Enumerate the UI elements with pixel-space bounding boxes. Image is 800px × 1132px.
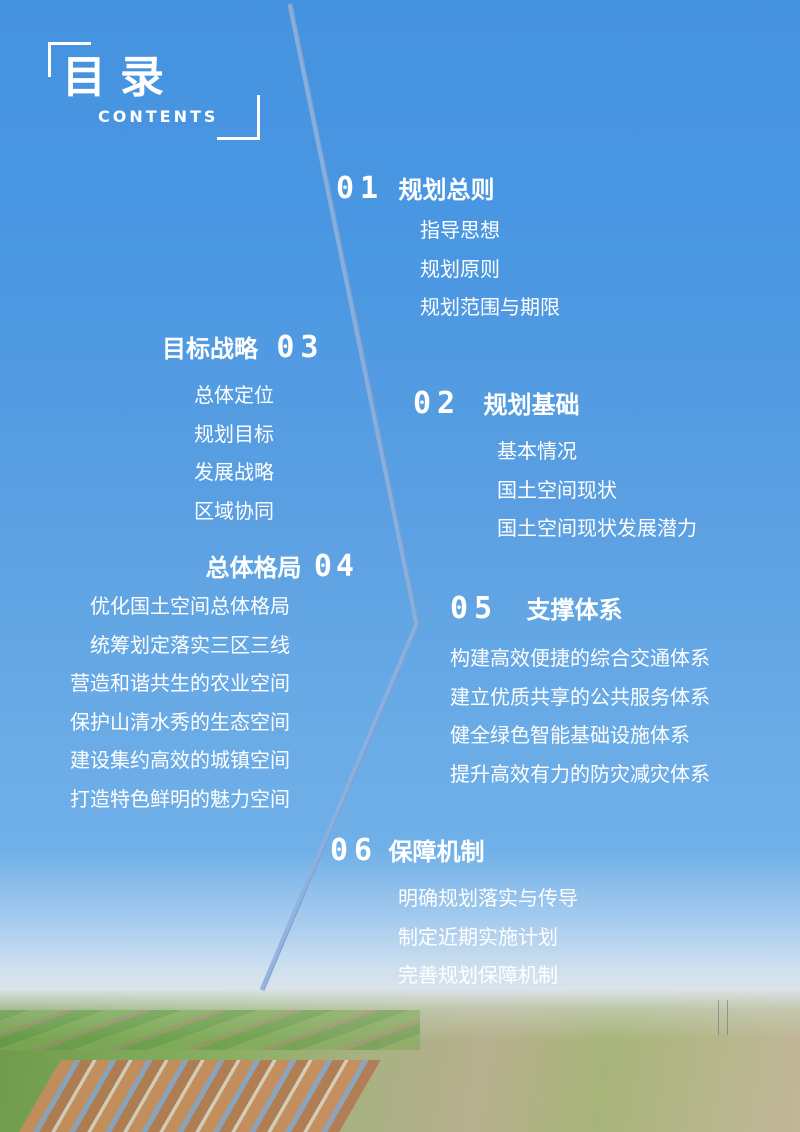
page-title: 目录 <box>62 52 178 103</box>
section-number: 06 <box>330 833 379 868</box>
farmland-fields <box>0 1010 420 1050</box>
section-heading[interactable]: 01 规划总则 <box>336 174 560 205</box>
section-01[interactable]: 01 规划总则 指导思想 规划原则 规划范围与期限 <box>336 174 560 327</box>
section-heading[interactable]: 06 保障机制 <box>330 836 578 867</box>
section-03[interactable]: 目标战略 03 总体定位 规划目标 发展战略 区域协同 <box>162 333 324 530</box>
toc-item[interactable]: 国土空间现状发展潜力 <box>497 516 697 540</box>
section-number: 01 <box>336 171 385 206</box>
toc-item[interactable]: 打造特色鲜明的魅力空间 <box>70 786 290 811</box>
toc-item[interactable]: 营造和谐共生的农业空间 <box>70 671 290 695</box>
toc-item[interactable]: 保护山清水秀的生态空间 <box>70 709 290 734</box>
toc-item[interactable]: 区域协同 <box>194 498 274 523</box>
toc-item[interactable]: 制定近期实施计划 <box>398 924 558 949</box>
toc-item[interactable]: 指导思想 <box>420 218 500 242</box>
section-number: 05 <box>450 591 499 626</box>
section-04[interactable]: 总体格局 04 优化国土空间总体格局 统筹划定落实三区三线 营造和谐共生的农业空… <box>40 552 358 818</box>
toc-item[interactable]: 明确规划落实与传导 <box>398 886 578 910</box>
bracket-top-left <box>48 42 91 77</box>
section-05[interactable]: 05 支撑体系 构建高效便捷的综合交通体系 建立优质共享的公共服务体系 健全绿色… <box>450 594 710 793</box>
section-items: 构建高效便捷的综合交通体系 建立优质共享的公共服务体系 健全绿色智能基础设施体系… <box>450 639 710 793</box>
section-heading[interactable]: 02 规划基础 <box>413 389 697 420</box>
section-title: 规划总则 <box>398 176 495 204</box>
section-06[interactable]: 06 保障机制 明确规划落实与传导 制定近期实施计划 完善规划保障机制 <box>330 836 578 995</box>
section-heading[interactable]: 目标战略 03 <box>162 333 324 364</box>
toc-item[interactable]: 规划范围与期限 <box>420 295 560 319</box>
section-heading[interactable]: 总体格局 04 <box>40 552 358 583</box>
section-title: 总体格局 <box>205 554 302 582</box>
section-items: 指导思想 规划原则 规划范围与期限 <box>420 211 560 327</box>
section-title: 保障机制 <box>388 838 485 866</box>
section-heading[interactable]: 05 支撑体系 <box>450 594 710 625</box>
contents-title-block: 目录 CONTENTS <box>48 42 260 140</box>
toc-item[interactable]: 基本情况 <box>497 439 577 463</box>
section-title: 目标战略 <box>162 335 258 363</box>
section-number: 02 <box>413 386 462 421</box>
toc-item[interactable]: 国土空间现状 <box>497 477 617 502</box>
toc-item[interactable]: 规划原则 <box>420 256 500 281</box>
toc-item[interactable]: 总体定位 <box>194 383 274 407</box>
section-items: 总体定位 规划目标 发展战略 区域协同 <box>194 376 324 530</box>
toc-item[interactable]: 建立优质共享的公共服务体系 <box>450 684 710 709</box>
toc-item[interactable]: 优化国土空间总体格局 <box>90 594 290 618</box>
section-items: 基本情况 国土空间现状 国土空间现状发展潜力 <box>497 432 697 548</box>
section-items: 优化国土空间总体格局 统筹划定落实三区三线 营造和谐共生的农业空间 保护山清水秀… <box>40 587 290 818</box>
toc-item[interactable]: 发展战略 <box>194 460 274 484</box>
power-tower <box>718 1000 728 1035</box>
section-title: 规划基础 <box>483 391 580 419</box>
section-items: 明确规划落实与传导 制定近期实施计划 完善规划保障机制 <box>398 879 578 995</box>
toc-item[interactable]: 建设集约高效的城镇空间 <box>70 748 290 772</box>
toc-item[interactable]: 完善规划保障机制 <box>398 963 558 987</box>
toc-item[interactable]: 提升高效有力的防灾减灾体系 <box>450 761 710 786</box>
section-number: 03 <box>276 330 325 365</box>
toc-item[interactable]: 统筹划定落实三区三线 <box>90 632 290 657</box>
toc-item[interactable]: 构建高效便捷的综合交通体系 <box>450 646 710 670</box>
section-02[interactable]: 02 规划基础 基本情况 国土空间现状 国土空间现状发展潜力 <box>413 389 697 548</box>
page-subtitle: CONTENTS <box>98 107 219 126</box>
toc-item[interactable]: 健全绿色智能基础设施体系 <box>450 723 690 747</box>
section-title: 支撑体系 <box>526 596 623 624</box>
toc-item[interactable]: 规划目标 <box>194 421 274 446</box>
section-number: 04 <box>313 549 358 584</box>
bracket-bottom-right <box>217 95 260 140</box>
